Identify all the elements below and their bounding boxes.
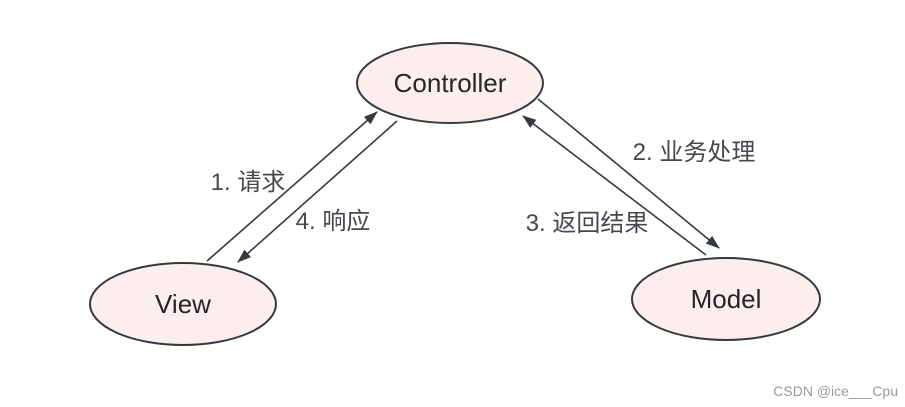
csdn-watermark: CSDN @ice___Cpu — [773, 383, 898, 399]
view-node-label: View — [155, 289, 211, 319]
edge-view-to-controller — [206, 111, 378, 262]
edge-label-response: 4. 响应 — [296, 208, 371, 235]
controller-node-label: Controller — [394, 68, 507, 98]
edge-model-to-controller — [522, 115, 707, 256]
edge-label-process: 2. 业务处理 — [633, 139, 756, 166]
controller-node — [356, 42, 544, 124]
edge-controller-to-view — [237, 120, 398, 263]
edge-label-result: 3. 返回结果 — [526, 210, 649, 237]
edge-controller-to-model — [537, 98, 720, 249]
model-node-label: Model — [691, 284, 762, 314]
edge-label-request: 1. 请求 — [211, 169, 286, 196]
model-node — [631, 257, 821, 341]
view-node — [89, 262, 277, 346]
